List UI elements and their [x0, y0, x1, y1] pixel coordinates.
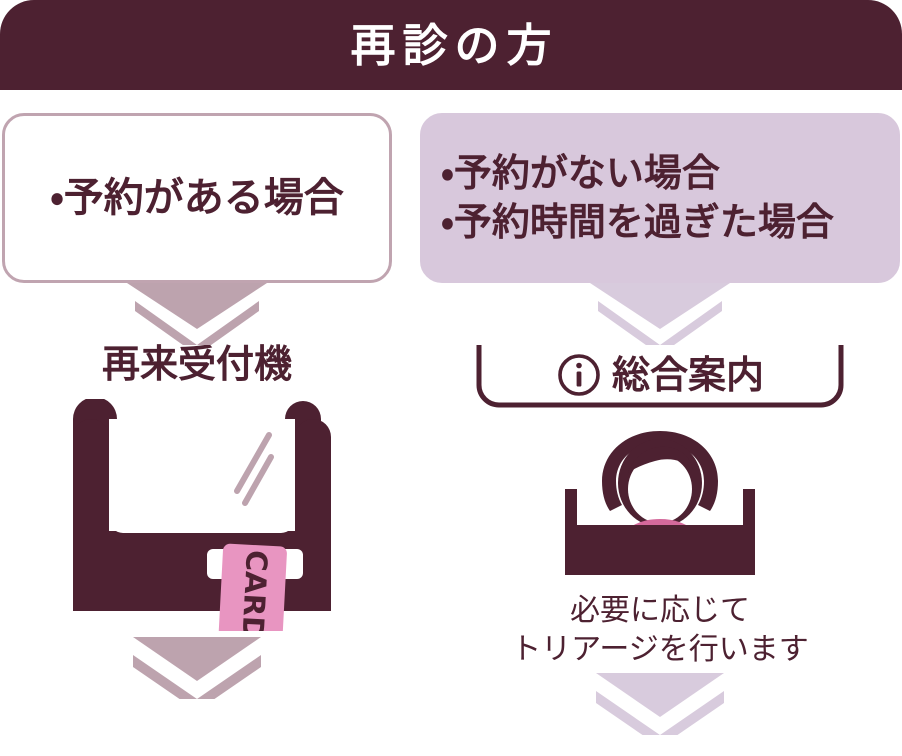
reception-heading-bracket: 総合案内 [475, 345, 845, 409]
arrow-down-to-kiosk [2, 283, 392, 345]
double-chevron-down-icon [133, 637, 261, 699]
arrow-down-to-reception [420, 283, 900, 345]
condition-line: ・予約がない場合 [441, 150, 720, 195]
triage-note: 必要に応じて トリアージを行います [420, 591, 900, 669]
card-label: CARD [235, 549, 274, 631]
step-title-kiosk: 再来受付機 [101, 342, 292, 386]
bracket-outline [476, 345, 844, 408]
arrow-down-from-reception [420, 673, 900, 735]
arrow-down-from-kiosk [2, 637, 392, 699]
double-chevron-down-icon [596, 673, 724, 735]
triage-note-line-1: 必要に応じて [570, 593, 750, 628]
triage-note-line-2: トリアージを行います [511, 632, 809, 667]
condition-box-no-reservation: ・予約がない場合 ・予約時間を過ぎた場合 [420, 113, 900, 283]
condition-box-with-reservation: ・予約がある場合 [2, 113, 392, 283]
chevron-down-icon [127, 283, 267, 345]
left-flow-column: ・予約がある場合 再来受付機 CARD [2, 113, 392, 699]
kiosk-illustration: CARD [2, 399, 392, 631]
chevron-down-icon [590, 283, 730, 345]
reception-illustration [420, 427, 900, 577]
condition-line: ・予約がある場合 [50, 175, 344, 221]
check-in-kiosk-icon: CARD [73, 399, 331, 631]
condition-line: ・予約時間を過ぎた場合 [441, 200, 834, 244]
right-flow-column: ・予約がない場合 ・予約時間を過ぎた場合 総合案内 [420, 113, 900, 735]
info-circle-icon [558, 354, 600, 396]
page-header-banner: 再診の方 [0, 0, 902, 90]
page-title: 再診の方 [350, 18, 559, 72]
reception-desk-icon [565, 431, 755, 575]
step-title-reception: 総合案内 [611, 353, 764, 397]
